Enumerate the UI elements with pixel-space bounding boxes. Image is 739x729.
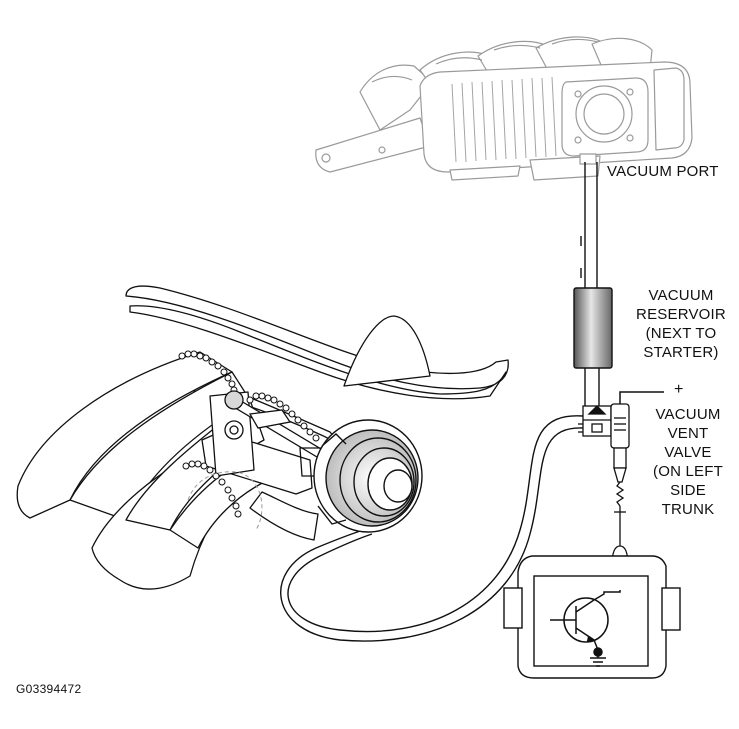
vent-valve-line-1: VACUUM: [655, 406, 721, 423]
vacuum-hose-upper: [580, 162, 598, 288]
vent-valve-line-5: SIDE: [670, 482, 706, 499]
vacuum-hose-lower: [280, 415, 584, 642]
actuator-bracket: [201, 391, 319, 541]
vacuum-vent-valve: [578, 403, 630, 546]
plus-sign-text: +: [674, 381, 684, 398]
beaded-cable: [178, 350, 320, 518]
vent-valve-line-3: VALVE: [664, 444, 712, 461]
reservoir-line-2: RESERVOIR: [636, 306, 726, 323]
power-lead: [619, 391, 664, 404]
transistor-icon: [550, 590, 621, 651]
label-plus: +: [674, 380, 684, 399]
reservoir-line-4: STARTER): [643, 344, 719, 361]
reservoir-line-3: (NEXT TO: [645, 325, 717, 342]
vacuum-actuator: [313, 419, 423, 533]
vent-valve-line-6: TRUNK: [661, 501, 715, 518]
label-vacuum-vent-valve: VACUUM VENT VALVE (ON LEFT SIDE TRUNK: [638, 405, 738, 519]
actuator-rod: [224, 390, 353, 477]
vent-valve-line-4: (ON LEFT: [653, 463, 723, 480]
ground-icon: [590, 647, 606, 667]
intake-manifold: [315, 36, 693, 181]
vent-valve-line-2: VENT: [667, 425, 709, 442]
reservoir-line-1: VACUUM: [648, 287, 714, 304]
vacuum-port-text: VACUUM PORT: [607, 163, 719, 180]
label-vacuum-port: VACUUM PORT: [607, 162, 719, 181]
label-vacuum-reservoir: VACUUM RESERVOIR (NEXT TO STARTER): [626, 286, 736, 362]
vacuum-reservoir: [573, 287, 613, 406]
figure-code: G03394472: [16, 682, 82, 696]
